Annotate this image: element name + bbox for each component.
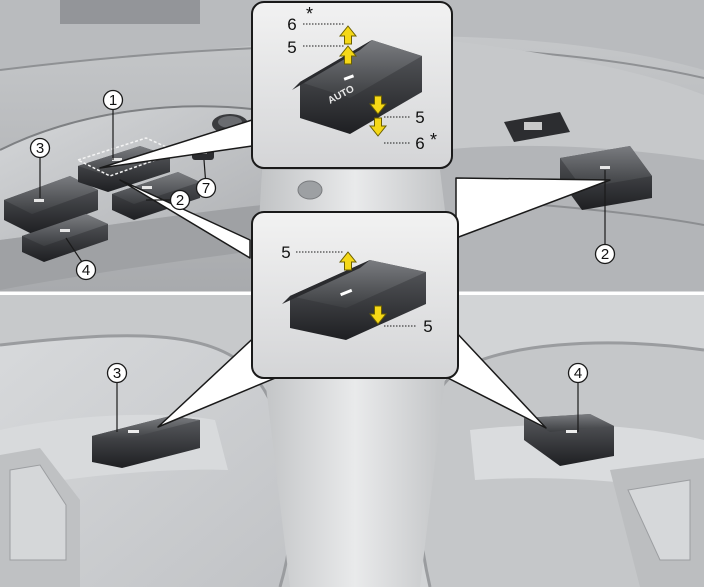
callout-3-bottom: 3 (113, 365, 121, 382)
callout-7: 7 (202, 180, 210, 197)
passenger-switch-cluster (504, 112, 652, 210)
driver-switch-cluster (4, 114, 248, 262)
asterisk-top: * (306, 4, 313, 24)
callout-5-up: 5 (281, 243, 290, 262)
callout-6-top: 6 (287, 15, 296, 34)
asterisk-bottom: * (430, 130, 437, 150)
callout-5-bottom: 5 (415, 108, 424, 127)
callout-2-right: 2 (601, 246, 609, 263)
callout-4-bottom: 4 (574, 365, 582, 382)
manual-switch-inset: 5 5 (251, 211, 459, 379)
callout-5-top: 5 (287, 38, 296, 57)
callout-3-top: 3 (36, 140, 44, 157)
number-callouts: 1 3 4 2 7 2 3 4 (29, 89, 616, 432)
callout-1: 1 (109, 92, 117, 109)
auto-switch-inset: AUTO 6 * 5 5 6 * (251, 1, 453, 169)
callout-4-top: 4 (82, 262, 90, 279)
callout-2-left: 2 (176, 192, 184, 209)
callout-5-down: 5 (423, 317, 432, 336)
callout-6-bottom: 6 (415, 134, 424, 153)
